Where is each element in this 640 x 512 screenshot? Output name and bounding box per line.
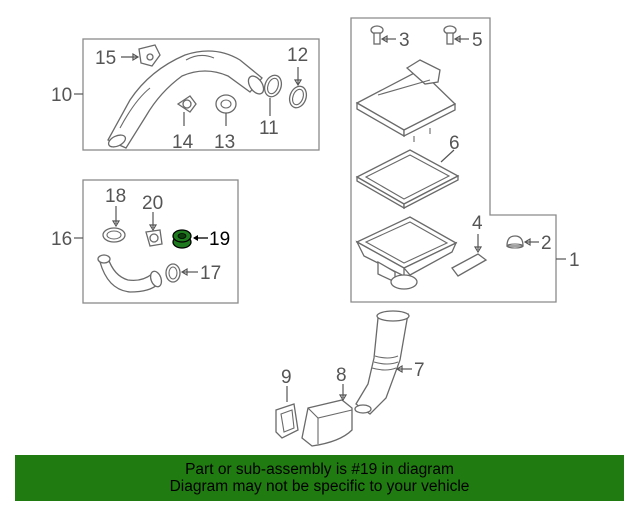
screw-3[interactable] <box>370 25 384 45</box>
callout-2[interactable]: 2 <box>541 233 552 254</box>
callout-8[interactable]: 8 <box>336 365 347 386</box>
grommet-14[interactable] <box>176 95 197 113</box>
group-box-16 <box>82 179 239 304</box>
callout-9[interactable]: 9 <box>281 367 292 388</box>
callout-18[interactable]: 18 <box>105 186 126 207</box>
callout-10[interactable]: 10 <box>51 85 72 106</box>
callout-1[interactable]: 1 <box>569 250 580 271</box>
air-cleaner-housing[interactable] <box>355 216 458 290</box>
screw-5[interactable] <box>443 25 457 45</box>
callout-19[interactable]: 19 <box>209 229 230 250</box>
sensor-15[interactable] <box>138 44 161 67</box>
group-box-1 <box>350 17 557 303</box>
banner-line-1: Part or sub-assembly is #19 in diagram <box>185 461 454 478</box>
bracket-4[interactable] <box>451 253 488 277</box>
clamp-12[interactable] <box>287 84 310 110</box>
outlet-duct-7[interactable] <box>354 310 410 415</box>
clamp-17[interactable] <box>165 263 181 283</box>
hose-16[interactable] <box>97 254 163 293</box>
callout-15[interactable]: 15 <box>95 48 116 69</box>
clamp-18[interactable] <box>102 227 126 243</box>
air-filter-6[interactable] <box>355 149 460 210</box>
callout-4[interactable]: 4 <box>472 213 483 234</box>
grommet-19-highlighted[interactable] <box>172 229 192 249</box>
callout-16[interactable]: 16 <box>51 229 72 250</box>
callout-13[interactable]: 13 <box>214 132 235 153</box>
parts-diagram: 10 15 14 13 11 12 16 <box>51 17 580 447</box>
banner-line-2: Diagram may not be specific to your vehi… <box>169 478 470 495</box>
callout-20[interactable]: 20 <box>142 193 163 214</box>
callout-11[interactable]: 11 <box>259 118 279 139</box>
seal-9[interactable] <box>275 403 299 439</box>
callout-17[interactable]: 17 <box>200 263 221 284</box>
callout-5[interactable]: 5 <box>472 30 483 51</box>
callout-14[interactable]: 14 <box>172 132 194 153</box>
clamp-11[interactable] <box>262 73 285 99</box>
callout-3[interactable]: 3 <box>399 30 410 51</box>
air-cleaner-cover[interactable] <box>355 59 457 142</box>
fitting-20[interactable] <box>145 229 163 247</box>
callout-7[interactable]: 7 <box>414 360 425 381</box>
callout-12[interactable]: 12 <box>287 45 308 66</box>
grommet-2[interactable] <box>506 235 524 249</box>
info-banner: Part or sub-assembly is #19 in diagram D… <box>15 455 624 501</box>
intake-duct[interactable] <box>107 50 267 149</box>
callout-6[interactable]: 6 <box>449 133 460 154</box>
grommet-13[interactable] <box>215 94 237 114</box>
duct-8[interactable] <box>301 399 353 447</box>
